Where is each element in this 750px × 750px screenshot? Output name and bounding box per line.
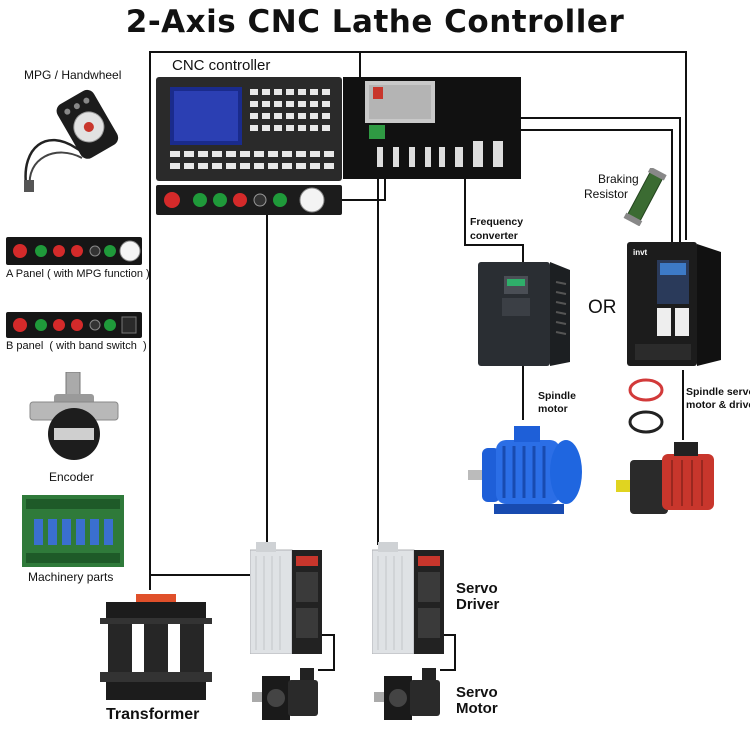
panel-a-label: A Panel ( with MPG function ) — [6, 268, 150, 280]
encoder-label: Encoder — [49, 470, 94, 484]
spindle-servo-label-2: motor & driver — [686, 399, 750, 411]
servo-driver-label-2: Driver — [456, 596, 500, 613]
braking-resistor-label-2: Resistor — [584, 187, 629, 201]
servo-motor-icon — [374, 668, 440, 720]
spindle-servo-driver-icon — [627, 242, 721, 366]
panel-a-icon — [6, 237, 142, 265]
servo-motor-label-2: Motor — [456, 700, 498, 717]
braking-resistor-icon — [623, 168, 667, 226]
transformer-label: Transformer — [106, 706, 200, 723]
spindle-motor-icon — [468, 426, 582, 514]
frequency-converter-label-1: Frequency — [470, 216, 524, 228]
cnc-controller-label: CNC controller — [172, 57, 271, 74]
inverter-brand-text: invt — [633, 248, 648, 257]
servo-driver-icon — [372, 542, 444, 654]
page-title: 2-Axis CNC Lathe Controller — [125, 4, 625, 40]
machinery-label: Machinery parts — [28, 570, 114, 584]
spindle-servo-motor-icon — [616, 442, 714, 514]
panel-b-label: B panel ( with band switch ) — [6, 340, 147, 352]
frequency-converter-label-2: converter — [470, 230, 518, 242]
servo-motor-icon — [252, 668, 318, 720]
circuit-board-icon — [22, 495, 124, 567]
braking-resistor-label-1: Braking — [598, 172, 639, 186]
servo-driver-icon — [250, 542, 322, 654]
handwheel-icon — [24, 89, 119, 192]
spindle-motor-label-2: motor — [538, 403, 568, 415]
or-label: OR — [588, 297, 617, 318]
spindle-motor-label-1: Spindle — [538, 390, 576, 402]
cnc-controller-icon — [156, 77, 342, 215]
frequency-converter-icon — [478, 262, 570, 366]
servo-driver-label-1: Servo — [456, 580, 498, 597]
servo-cable-icon — [628, 378, 664, 434]
power-supply-icon — [343, 77, 521, 179]
transformer-icon — [100, 594, 212, 700]
panel-b-icon — [6, 312, 142, 338]
servo-motor-label-1: Servo — [456, 684, 498, 701]
mpg-label: MPG / Handwheel — [24, 68, 122, 82]
encoder-icon — [29, 372, 119, 460]
spindle-servo-label-1: Spindle servo — [686, 386, 750, 398]
